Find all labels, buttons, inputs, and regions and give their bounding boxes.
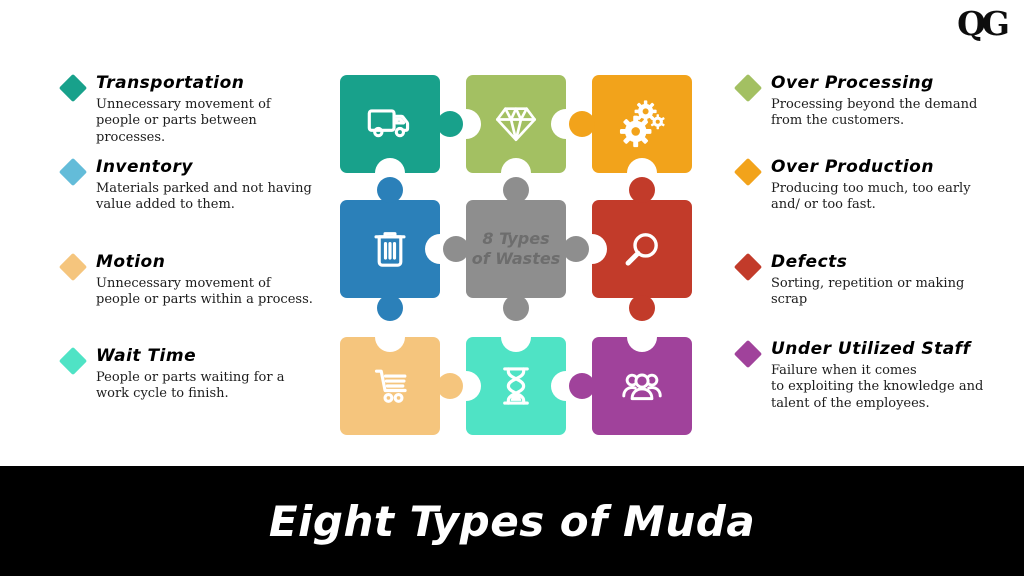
people-icon	[592, 337, 692, 435]
waste-item-motion: Motion Unnecessary movement of people or…	[58, 252, 322, 309]
waste-desc: Producing too much, too early and/ or to…	[771, 180, 971, 213]
waste-item-transportation: Transportation Unnecessary movement of p…	[58, 73, 322, 147]
hourglass-icon	[466, 337, 566, 435]
waste-desc: Failure when it comes to exploiting the …	[771, 362, 984, 412]
trash-icon	[340, 200, 440, 298]
puzzle-piece-transportation	[340, 75, 463, 188]
waste-desc: Unnecessary movement of people or parts …	[96, 96, 271, 146]
waste-title: Over Processing	[771, 73, 934, 93]
waste-desc: Unnecessary movement of people or parts …	[96, 275, 313, 308]
waste-desc: Materials parked and not having value ad…	[96, 180, 312, 213]
waste-title: Motion	[96, 252, 166, 272]
gem-icon	[466, 75, 566, 173]
waste-item-defects: Defects Sorting, repetition or making sc…	[733, 252, 997, 309]
diamond-icon	[733, 252, 763, 282]
diamond-icon	[58, 73, 88, 103]
center-label: 8 Types of Wastes	[471, 229, 561, 268]
waste-desc: Sorting, repetition or making scrap	[771, 275, 965, 308]
waste-desc: People or parts waiting for a work cycle…	[96, 369, 285, 402]
diamond-icon	[733, 339, 763, 369]
diamond-icon	[733, 73, 763, 103]
puzzle-piece-value	[451, 75, 581, 188]
waste-title: Wait Time	[96, 346, 197, 366]
puzzle-piece-inventory	[340, 177, 455, 321]
puzzle-piece-defects	[577, 177, 692, 321]
diamond-icon	[58, 346, 88, 376]
waste-title: Inventory	[96, 157, 193, 177]
puzzle-piece-under-utilized-staff	[569, 322, 692, 435]
puzzle-piece-motion	[340, 322, 463, 435]
puzzle-piece-wait-time	[451, 322, 581, 435]
waste-item-over-processing: Over Processing Processing beyond the de…	[733, 73, 997, 130]
waste-item-wait-time: Wait Time People or parts waiting for a …	[58, 346, 322, 403]
qg-logo: QG	[957, 4, 1010, 43]
puzzle-grid: 8 Types of Wastes	[330, 63, 705, 448]
waste-item-over-production: Over Production Producing too much, too …	[733, 157, 997, 214]
waste-item-under-utilized-staff: Under Utilized Staff Failure when it com…	[733, 339, 997, 413]
cart-icon	[340, 337, 440, 435]
waste-desc: Processing beyond the demand from the cu…	[771, 96, 978, 129]
waste-title: Over Production	[771, 157, 934, 177]
truck-icon	[340, 75, 440, 173]
waste-title: Under Utilized Staff	[771, 339, 971, 359]
waste-item-inventory: Inventory Materials parked and not havin…	[58, 157, 322, 214]
puzzle-piece-over-processing	[569, 75, 692, 188]
footer-bar: Eight Types of Muda	[0, 466, 1024, 576]
diamond-icon	[58, 252, 88, 282]
waste-title: Defects	[771, 252, 848, 272]
puzzle-piece-center: 8 Types of Wastes	[443, 177, 589, 321]
diamond-icon	[733, 157, 763, 187]
magnifier-icon	[592, 200, 692, 298]
gears-icon	[592, 75, 692, 173]
page-title: Eight Types of Muda	[268, 496, 756, 546]
waste-title: Transportation	[96, 73, 245, 93]
diamond-icon	[58, 157, 88, 187]
